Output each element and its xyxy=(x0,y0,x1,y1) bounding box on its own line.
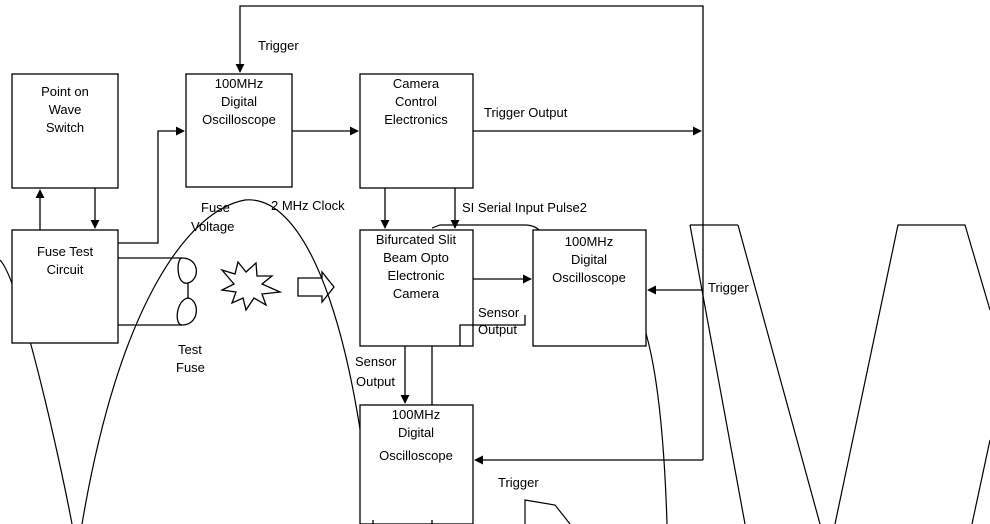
svg-text:Oscilloscope: Oscilloscope xyxy=(379,448,453,463)
test-fuse-label-2: Fuse xyxy=(176,360,205,375)
svg-text:Electronics: Electronics xyxy=(384,112,448,127)
background-arcs xyxy=(0,199,990,524)
sensor-output-left-label-2: Output xyxy=(356,374,395,389)
box-point-on-wave-switch: Point on Wave Switch xyxy=(11,73,119,189)
test-fuse-icon xyxy=(176,257,197,326)
trigger-right-label: Trigger xyxy=(708,280,749,295)
svg-text:Circuit: Circuit xyxy=(47,262,84,277)
light-arrow-icon xyxy=(297,270,335,304)
sensor-output-left-label-1: Sensor xyxy=(355,354,397,369)
clock-label: 2 MHz Clock xyxy=(271,198,345,213)
svg-text:Digital: Digital xyxy=(398,425,434,440)
spark-icon xyxy=(219,260,283,312)
svg-text:100MHz: 100MHz xyxy=(565,234,613,249)
labels: Trigger Trigger Output Trigger Trigger F… xyxy=(176,38,749,490)
svg-text:Beam Opto: Beam Opto xyxy=(383,250,449,265)
svg-text:100MHz: 100MHz xyxy=(392,407,440,422)
svg-text:100MHz: 100MHz xyxy=(215,76,263,91)
sensor-output-right-label-2: Output xyxy=(478,322,517,337)
svg-text:Camera: Camera xyxy=(393,286,440,301)
box-fuse-test-circuit: Fuse Test Circuit xyxy=(11,229,119,344)
trigger-bottom-label: Trigger xyxy=(498,475,539,490)
svg-text:Control: Control xyxy=(395,94,437,109)
box-camera-control-electronics: Camera Control Electronics xyxy=(359,73,474,189)
si-pulse-label: SI Serial Input Pulse2 xyxy=(462,200,587,215)
svg-text:Bifurcated Slit: Bifurcated Slit xyxy=(376,232,457,247)
connections xyxy=(35,5,704,524)
box-oscilloscope-bottom: 100MHz Digital Oscilloscope xyxy=(359,404,474,524)
fuse-voltage-label-2: Voltage xyxy=(191,219,234,234)
svg-text:Digital: Digital xyxy=(221,94,257,109)
svg-text:Electronic: Electronic xyxy=(387,268,445,283)
svg-text:Switch: Switch xyxy=(46,120,84,135)
box-oscilloscope-right: 100MHz Digital Oscilloscope xyxy=(532,229,647,347)
fuse-voltage-label-1: Fuse xyxy=(201,200,230,215)
svg-text:Wave: Wave xyxy=(49,102,82,117)
svg-text:Oscilloscope: Oscilloscope xyxy=(202,112,276,127)
svg-text:Digital: Digital xyxy=(571,252,607,267)
svg-text:Fuse Test: Fuse Test xyxy=(37,244,94,259)
trigger-top-label: Trigger xyxy=(258,38,299,53)
svg-text:Point on: Point on xyxy=(41,84,89,99)
trigger-output-label: Trigger Output xyxy=(484,105,568,120)
sensor-output-right-label-1: Sensor xyxy=(478,305,520,320)
box-oscilloscope-top: 100MHz Digital Oscilloscope xyxy=(185,73,293,188)
svg-text:Camera: Camera xyxy=(393,76,440,91)
test-fuse-label-1: Test xyxy=(178,342,202,357)
svg-text:Oscilloscope: Oscilloscope xyxy=(552,270,626,285)
box-opto-electronic-camera: Bifurcated Slit Beam Opto Electronic Cam… xyxy=(359,229,474,347)
